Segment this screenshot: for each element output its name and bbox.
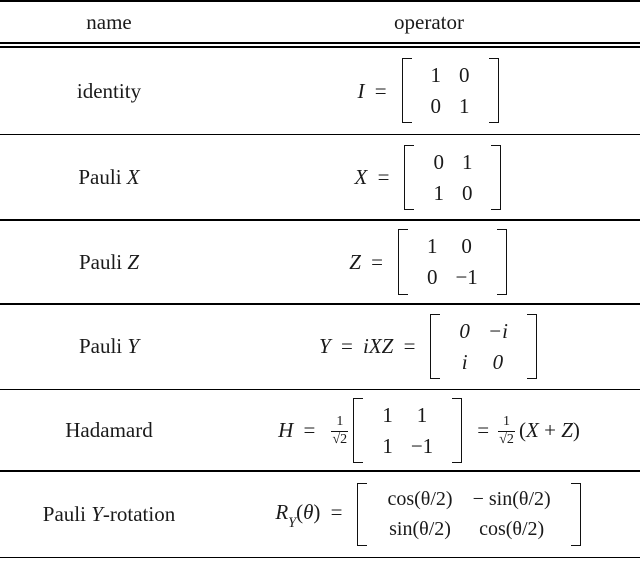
bracket-left-icon: [353, 397, 364, 463]
matrix-cell: i: [461, 350, 468, 375]
row-label-symbol: X: [126, 165, 140, 190]
bracket-right-icon: [488, 58, 499, 124]
matrix-cell: 0: [461, 180, 473, 205]
bracket-right-icon: [491, 144, 502, 211]
row-separator-rule: [0, 302, 640, 305]
row-name-pauli-x: Pauli X: [78, 165, 140, 190]
matrix-cell: −1: [455, 265, 478, 290]
table-row: Pauli Y Y = iXZ = 0 −i i 0: [0, 305, 640, 389]
table-row: Hadamard H = 1 √2 1 1 1 −1: [0, 390, 640, 470]
bracket-right-icon: [496, 229, 507, 295]
operator-lead-identity: I =: [357, 78, 387, 103]
matrix-cell: 0: [433, 149, 444, 174]
matrix-cell: 0: [459, 63, 470, 88]
fraction-denominator: √2: [332, 431, 348, 447]
column-header-name: name: [86, 9, 132, 34]
header-rule-upper: [0, 42, 640, 44]
row-name-identity: identity: [0, 79, 218, 103]
row-name-pauli-z: Pauli Z: [78, 249, 140, 274]
row-name-pauli-y: Pauli Y: [78, 334, 140, 359]
matrix-pauli-y: 0 −i i 0: [428, 313, 539, 380]
bracket-left-icon: [401, 58, 412, 124]
matrix-cell: 0: [459, 318, 470, 343]
bracket-right-icon: [570, 482, 581, 546]
matrix-identity: 1 0 0 1: [400, 58, 501, 124]
row-name-pauli-y-rotation: Pauli Y-rotation: [42, 502, 176, 527]
matrix-cell: 1: [433, 180, 444, 205]
row-label-text: identity: [76, 78, 142, 103]
bracket-right-icon: [452, 397, 463, 463]
matrix-cell: −1: [410, 433, 434, 458]
matrix-cell: 1: [426, 234, 438, 259]
matrix-pauli-z: 1 0 0 −1: [396, 229, 509, 295]
row-label-symbol: Z: [127, 249, 140, 274]
column-header-operator: operator: [394, 9, 464, 34]
row-operator-identity: I = 1 0 0 1: [218, 58, 640, 124]
matrix-hadamard: 1 1 1 −1: [351, 397, 464, 463]
fraction-denominator: √2: [499, 431, 514, 447]
matrix-cell: 1: [382, 402, 393, 427]
matrix-cell: 0: [426, 265, 438, 290]
operator-tail-hadamard: =: [477, 418, 490, 443]
hadamard-decomposition: (X + Z): [519, 418, 580, 443]
matrix-cell: 0: [430, 94, 442, 119]
bracket-left-icon: [430, 313, 441, 380]
row-separator-rule: [0, 133, 640, 136]
row-operator-hadamard: H = 1 √2 1 1 1 −1 =: [218, 397, 640, 463]
table-header-row: name operator: [0, 2, 640, 42]
bracket-left-icon: [357, 482, 368, 546]
matrix-cell: 1: [461, 149, 473, 174]
row-separator-rule: [0, 470, 640, 472]
row-label-text: Hadamard: [65, 418, 153, 443]
row-operator-pauli-z: Z = 1 0 0 −1: [218, 229, 640, 295]
fraction-numerator: 1: [336, 414, 344, 430]
row-operator-pauli-y: Y = iXZ = 0 −i i 0: [218, 313, 640, 380]
matrix-cell: cos(θ/2): [387, 487, 453, 510]
row-separator-rule: [0, 388, 640, 391]
table-row: Pauli Y-rotation RY(θ) = cos(θ/2) − sin(…: [0, 472, 640, 557]
table-row: Pauli Z Z = 1 0 0 −1: [0, 221, 640, 303]
fraction-bar: [498, 430, 516, 432]
operator-lead-hadamard: H =: [278, 418, 316, 443]
table-top-rule: [0, 0, 640, 2]
bracket-left-icon: [397, 229, 408, 295]
header-rule-lower: [0, 46, 640, 48]
row-label-symbol: Y: [127, 334, 140, 359]
matrix-cell: 1: [416, 402, 428, 427]
fraction-one-over-sqrt-two-2: 1 √2: [498, 414, 516, 447]
matrix-cell: cos(θ/2): [479, 517, 545, 540]
fraction-numerator: 1: [503, 414, 511, 430]
matrix-pauli-x: 0 1 1 0: [402, 144, 503, 211]
bracket-right-icon: [526, 313, 537, 380]
row-operator-pauli-y-rotation: RY(θ) = cos(θ/2) − sin(θ/2) sin(θ/2) cos…: [218, 482, 640, 546]
matrix-ry: cos(θ/2) − sin(θ/2) sin(θ/2) cos(θ/2): [355, 482, 582, 546]
matrix-cell: 1: [382, 433, 393, 458]
row-separator-rule: [0, 219, 640, 221]
table-row: identity I = 1 0 0 1: [0, 48, 640, 134]
row-name-hadamard: Hadamard: [0, 418, 218, 442]
matrix-cell: − sin(θ/2): [472, 487, 551, 510]
row-operator-pauli-x: X = 0 1 1 0: [218, 144, 640, 211]
table-bottom-rule: [0, 556, 640, 559]
bracket-left-icon: [404, 144, 415, 211]
matrix-cell: −i: [487, 318, 508, 343]
matrix-cell: 0: [461, 234, 472, 259]
matrix-cell: 1: [430, 63, 442, 88]
table-row: Pauli X X = 0 1 1 0: [0, 135, 640, 219]
operator-lead-pauli-z: Z =: [349, 249, 383, 274]
operator-lead-pauli-y: Y = iXZ =: [319, 334, 416, 359]
matrix-cell: sin(θ/2): [389, 517, 451, 540]
matrix-cell: 1: [459, 94, 470, 119]
fraction-one-over-sqrt-two: 1 √2: [331, 414, 349, 447]
fraction-bar: [331, 430, 349, 432]
operator-lead-pauli-x: X =: [354, 165, 390, 190]
matrix-cell: 0: [492, 350, 504, 375]
operator-lead-ry: RY(θ) =: [275, 499, 343, 532]
